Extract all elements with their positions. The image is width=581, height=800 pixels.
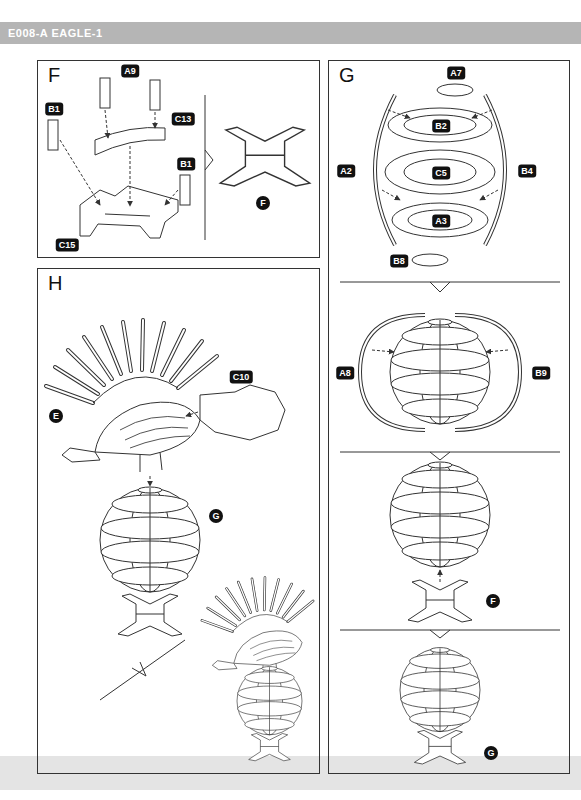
step-panel: FA9B1C13B1C15F	[37, 60, 320, 258]
part-tag: A7	[447, 67, 465, 80]
part-number: C5	[435, 168, 447, 178]
step-letter: G	[339, 64, 355, 87]
assembly-letter: F	[260, 198, 266, 208]
exploded-rings	[375, 84, 505, 266]
assembly-circle: G	[484, 746, 498, 760]
part-number: B1	[48, 104, 60, 114]
part-tag: C10	[230, 371, 253, 384]
part-number: A9	[124, 66, 136, 76]
part-number: A7	[450, 68, 462, 78]
part-number: A2	[340, 166, 352, 176]
part-tag: B1	[45, 103, 63, 116]
part-number: A3	[435, 216, 447, 226]
part-tag: A2	[337, 165, 355, 178]
step-letter: H	[48, 272, 62, 295]
divider	[205, 95, 213, 240]
header-bar: E008-A EAGLE-1	[0, 22, 581, 44]
part-tag: A9	[121, 65, 139, 78]
step-panel: G A7B2A2 C5 B4A3B8A8 B9F G	[328, 60, 570, 774]
assembly-circle: F	[486, 594, 500, 608]
dashed-guides	[382, 110, 498, 200]
assembly-circle: F	[256, 196, 270, 210]
part-tag: B1	[177, 158, 195, 171]
part-number: C13	[175, 114, 192, 124]
side-arcs	[360, 315, 520, 430]
step-f-parts	[48, 78, 190, 238]
part-number: B1	[180, 159, 192, 169]
assembly-letter: F	[490, 596, 496, 606]
final-assembly	[202, 578, 313, 761]
part-number: B2	[435, 121, 447, 131]
page-header: E008-A EAGLE-1	[8, 27, 103, 39]
part-tag: C5	[432, 167, 450, 180]
part-tag: C15	[56, 239, 79, 252]
divider	[100, 640, 185, 700]
assembly-circle: E	[49, 409, 63, 423]
part-number: C15	[59, 240, 76, 250]
part-tag: B2	[432, 120, 450, 133]
part-number: B8	[393, 256, 405, 266]
dashed-guides	[440, 570, 441, 582]
part-tag: B8	[390, 255, 408, 268]
part-tag: B9	[532, 367, 550, 380]
part-number: C10	[233, 372, 250, 382]
part-number: B9	[535, 368, 547, 378]
dashed-guides	[60, 110, 178, 206]
step-panel: H E C10G	[37, 268, 320, 774]
c10-part	[200, 385, 285, 440]
part-tag: A3	[432, 215, 450, 228]
assembly-letter: E	[53, 411, 59, 421]
part-tag: C13	[172, 113, 195, 126]
assembly-letter: G	[212, 511, 219, 521]
separators	[340, 282, 560, 638]
part-tag: B4	[518, 165, 536, 178]
assembly-letter: G	[487, 748, 494, 758]
dashed-guides	[150, 412, 198, 486]
footer-bar	[0, 756, 581, 790]
part-number: A8	[339, 368, 351, 378]
assembly-circle: G	[209, 509, 223, 523]
step-letter: F	[48, 64, 60, 87]
part-number: B4	[521, 166, 533, 176]
part-tag: A8	[336, 367, 354, 380]
